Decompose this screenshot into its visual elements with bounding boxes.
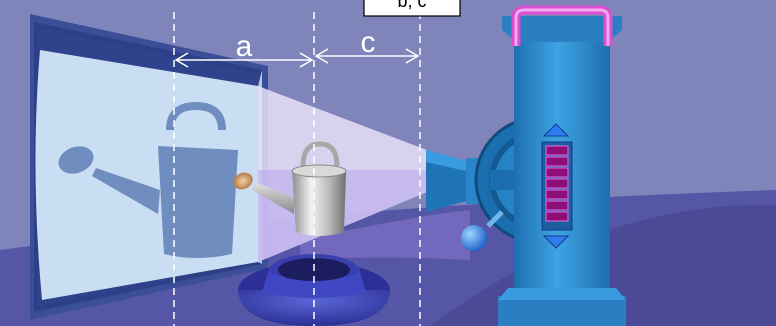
dimension-c-label: c <box>361 26 376 59</box>
top-label-text: b, c <box>397 0 426 11</box>
focus-knob[interactable] <box>461 225 487 251</box>
dimension-a-label: a <box>236 30 253 63</box>
level-indicator <box>546 146 568 221</box>
